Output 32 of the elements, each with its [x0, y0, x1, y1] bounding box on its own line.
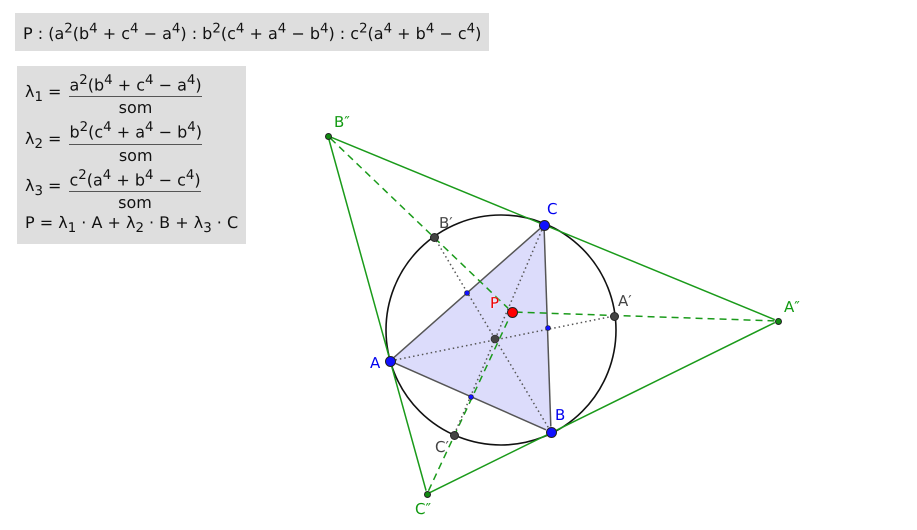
point-label: C″ — [415, 501, 432, 517]
formula-text: λ$_{3}$ = — [25, 177, 62, 202]
formula-text: som — [118, 99, 152, 118]
dotted-line — [455, 230, 543, 432]
formula-text: a$^{2}$(b$^{4}$ + c$^{4}$ − a$^{4}$) — [69, 72, 202, 94]
formula-text: som — [118, 194, 152, 212]
formula-text: P = λ$_{1}$ · A + λ$_{2}$ · B + λ$_{3}$ · C — [25, 214, 238, 238]
line-segment — [394, 362, 546, 430]
formula-text: b$^{2}$(c$^{4}$ + a$^{4}$ − b$^{4}$) — [69, 119, 202, 142]
formula-text: P : (a$^{2}$(b$^{4}$ + c$^{4}$ − a$^{4}$) : b$^{2}$(c$^{4}$ + a$^{4}$ − b$^{4}$) : c$^{2}$(a$^{4}$ + b$^{4}$ − c$^{4}$) — [23, 24, 482, 44]
line-segment — [394, 228, 540, 358]
line-segment — [328, 139, 427, 491]
point-label: B″ — [334, 114, 350, 130]
line-segment — [543, 230, 552, 427]
line-segment — [430, 322, 776, 494]
formula-text: c$^{2}$(a$^{4}$ + b$^{4}$ − c$^{4}$) — [69, 166, 201, 189]
point-label: B — [555, 407, 566, 423]
point-label: A′ — [618, 293, 632, 309]
point-label: A — [370, 355, 380, 371]
formula-text: som — [118, 146, 153, 165]
point-label: B′ — [439, 215, 453, 231]
dotted-line — [395, 316, 610, 361]
line-segment — [330, 136, 776, 320]
point-label: C — [547, 201, 558, 217]
formula-text: λ$_{2}$ = — [25, 130, 62, 154]
formula-text: λ$_{1}$ = — [25, 82, 62, 107]
dashed-line — [517, 311, 775, 322]
point-label: C′ — [435, 439, 449, 455]
dotted-line — [436, 240, 549, 428]
dashed-line — [330, 138, 509, 309]
point-label: A″ — [784, 299, 800, 315]
point-label: P — [490, 295, 500, 311]
